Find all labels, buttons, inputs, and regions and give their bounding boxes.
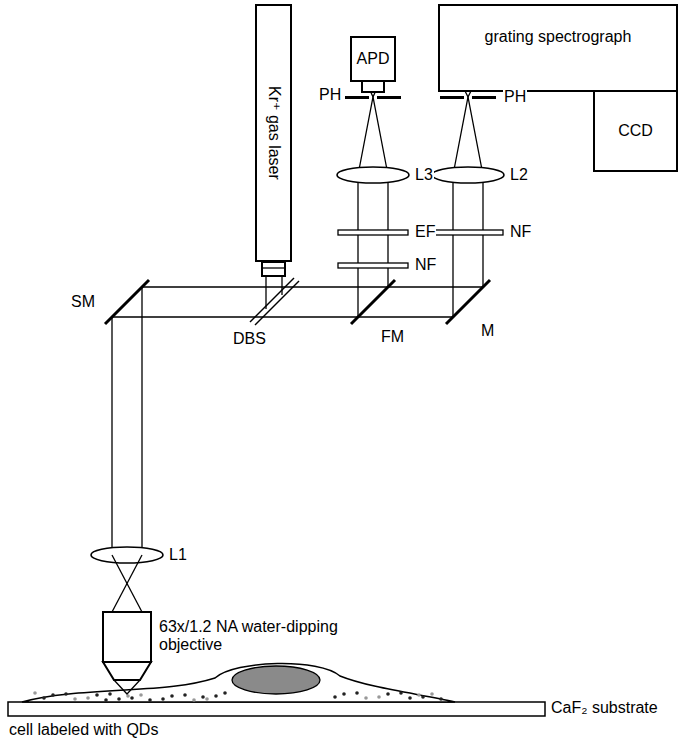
objective-label: 63x/1.2 NA water-dipping objective xyxy=(158,618,342,655)
quantum-dot xyxy=(108,692,112,696)
substrate xyxy=(8,702,545,716)
flip-mirror xyxy=(351,280,395,324)
quantum-dot xyxy=(439,697,443,701)
pinhole xyxy=(440,96,464,99)
laser-beam xyxy=(281,276,282,295)
sample-label: cell labeled with QDs xyxy=(8,721,159,739)
lens-label: L2 xyxy=(509,166,529,184)
mirror-label: SM xyxy=(70,293,96,311)
quantum-dot xyxy=(104,698,108,702)
filter xyxy=(338,263,408,268)
quantum-dot xyxy=(430,692,434,696)
pinhole xyxy=(345,96,369,99)
quantum-dot xyxy=(161,697,165,701)
box-label: CCD xyxy=(618,122,653,140)
quantum-dot xyxy=(170,694,174,698)
pinhole-label: PH xyxy=(503,88,527,106)
quantum-dot xyxy=(342,692,346,696)
spectrograph-box: grating spectrograph xyxy=(438,4,678,92)
quantum-dot xyxy=(377,695,381,699)
spectro-focus-cone xyxy=(464,89,483,175)
quantum-dot xyxy=(408,696,412,700)
lens xyxy=(337,167,409,183)
quantum-dot xyxy=(399,691,403,695)
quantum-dot xyxy=(333,695,337,699)
lens xyxy=(432,167,504,183)
quantum-dot xyxy=(201,695,205,699)
substrate-label: CaF₂ substrate xyxy=(550,699,659,717)
detector-box: APD xyxy=(350,36,396,82)
box-label: grating spectrograph xyxy=(485,28,632,46)
quantum-dot xyxy=(205,697,209,701)
cell-nucleus xyxy=(232,666,320,694)
pinhole-label: PH xyxy=(318,86,342,104)
quantum-dot xyxy=(139,693,143,697)
laser-beam xyxy=(265,276,266,309)
quantum-dot xyxy=(214,694,218,698)
detection-beam xyxy=(142,287,483,555)
spectro-beam xyxy=(452,175,453,317)
apd-focus-cone xyxy=(369,88,388,175)
quantum-dot xyxy=(421,695,425,699)
objective-body xyxy=(103,612,151,662)
filter-label: NF xyxy=(414,256,437,274)
lens xyxy=(91,547,163,563)
quantum-dot xyxy=(73,697,77,701)
quantum-dot xyxy=(355,691,359,695)
excitation-cone xyxy=(112,555,142,612)
quantum-dot xyxy=(117,697,121,701)
objective-tip xyxy=(103,662,151,680)
laser-box: Kr⁺ gas laser xyxy=(255,4,292,262)
mirror xyxy=(105,280,149,324)
laser-outlet-line xyxy=(262,267,285,268)
box-label: APD xyxy=(357,50,390,68)
pinhole xyxy=(377,96,401,99)
lens-label: L3 xyxy=(414,166,434,184)
cell-outline xyxy=(22,663,455,702)
quantum-dot xyxy=(51,693,55,697)
filter-label: EF xyxy=(414,223,436,241)
apd-beam xyxy=(357,175,358,317)
quantum-dot xyxy=(33,691,37,695)
pinhole xyxy=(472,96,496,99)
mirror xyxy=(446,280,490,324)
filter xyxy=(433,230,503,235)
excitation-cone xyxy=(112,555,142,612)
quantum-dot xyxy=(130,696,134,700)
quantum-dot xyxy=(417,693,421,697)
quantum-dot xyxy=(64,692,68,696)
quantum-dot xyxy=(192,698,196,702)
box-label: Kr⁺ gas laser xyxy=(264,86,282,180)
quantum-dot xyxy=(95,693,99,697)
lens-label: L1 xyxy=(168,546,188,564)
beamsplitter-label: DBS xyxy=(232,330,267,348)
quantum-dot xyxy=(42,696,46,700)
quantum-dot xyxy=(86,696,90,700)
dichroic-beamsplitter xyxy=(250,278,294,322)
detection-beam xyxy=(112,317,453,555)
quantum-dot xyxy=(223,691,227,695)
quantum-dot xyxy=(126,694,130,698)
camera-box: CCD xyxy=(593,90,678,172)
dichroic-beamsplitter xyxy=(255,281,299,325)
laser-outlet xyxy=(262,262,285,276)
filter xyxy=(338,230,408,235)
quantum-dot xyxy=(364,696,368,700)
mirror-label: FM xyxy=(380,328,405,346)
quantum-dot xyxy=(183,693,187,697)
quantum-dot xyxy=(148,698,152,702)
quantum-dot xyxy=(386,692,390,696)
filter-label: NF xyxy=(509,223,532,241)
objective-focus xyxy=(114,680,140,694)
quantum-dots xyxy=(33,691,443,702)
mirror-label: M xyxy=(480,322,495,340)
